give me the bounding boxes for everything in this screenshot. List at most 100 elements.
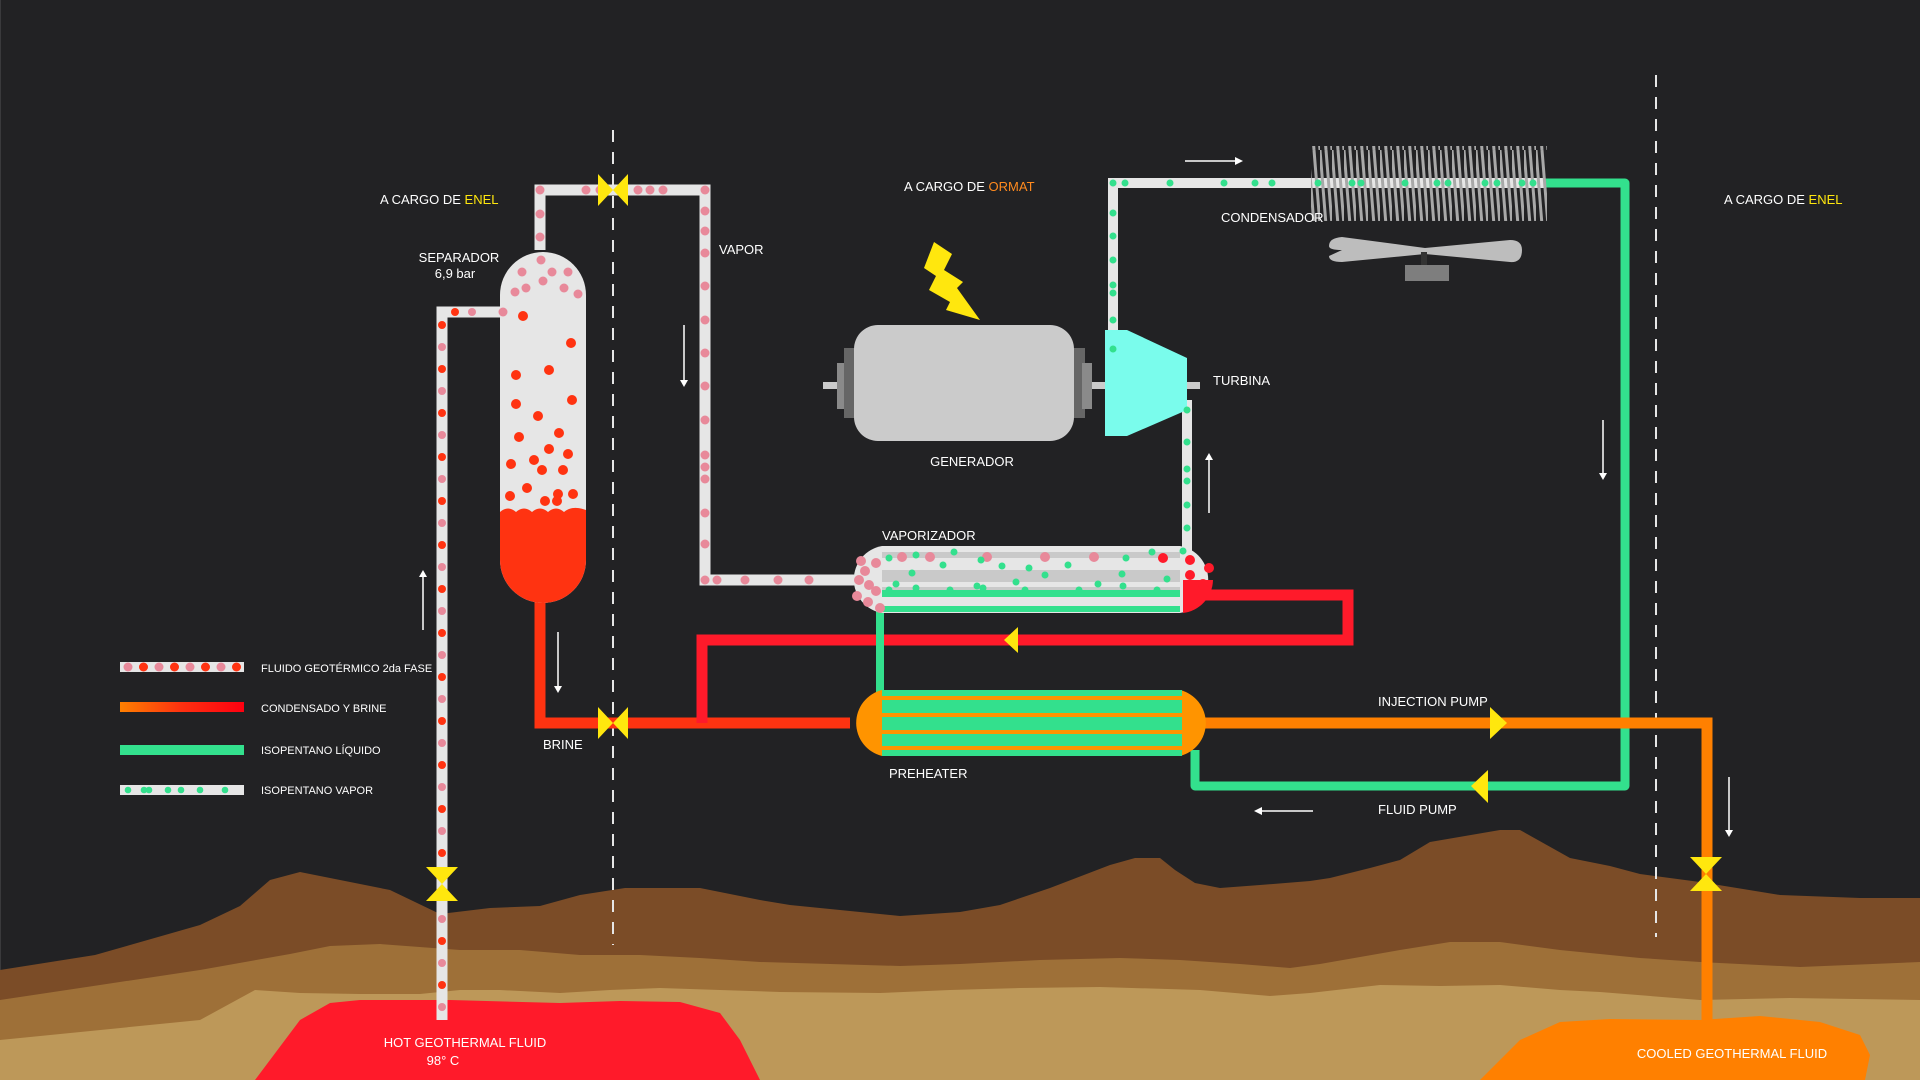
particle <box>438 585 446 593</box>
particle <box>982 552 992 562</box>
injection-pump-icon[interactable] <box>1490 707 1507 739</box>
particle <box>1109 345 1117 353</box>
particle <box>438 717 446 725</box>
valve-injection-well[interactable] <box>1690 857 1722 891</box>
condenser-fan-icon <box>1329 237 1522 281</box>
condenser <box>1311 146 1547 221</box>
particle <box>1183 406 1191 414</box>
particle <box>468 308 476 316</box>
particle <box>1109 209 1117 217</box>
particle <box>438 761 446 769</box>
particle <box>438 959 446 967</box>
valve-vapor[interactable] <box>598 174 628 206</box>
particle <box>123 662 133 672</box>
particle <box>864 580 874 590</box>
brine-pipe <box>534 600 850 729</box>
svg-text:ISOPENTANO LÍQUIDO: ISOPENTANO LÍQUIDO <box>261 744 381 757</box>
particle <box>1493 179 1501 187</box>
fluid-pump-icon[interactable] <box>1471 770 1488 803</box>
particle <box>885 586 893 594</box>
particle <box>438 497 446 505</box>
particle <box>567 395 577 405</box>
brine-return-pipe <box>696 589 1354 723</box>
particle <box>1040 552 1050 562</box>
particle <box>852 591 862 601</box>
particle <box>1185 555 1195 565</box>
particle <box>1021 586 1029 594</box>
particle <box>145 786 153 794</box>
particle <box>700 381 710 391</box>
particle <box>438 673 446 681</box>
particle <box>498 307 508 317</box>
particle <box>563 449 573 459</box>
particle <box>700 462 710 472</box>
particle <box>544 444 554 454</box>
particle <box>804 575 814 585</box>
particle <box>1183 477 1191 485</box>
arrow-down-icon <box>680 325 688 387</box>
arrow-down-icon <box>554 632 562 693</box>
particle <box>196 786 204 794</box>
particle <box>1183 438 1191 446</box>
particle <box>1529 179 1537 187</box>
cooled-geothermal-reservoir <box>1480 1016 1870 1080</box>
particle <box>438 453 446 461</box>
particle <box>979 584 987 592</box>
particle <box>139 662 148 672</box>
particle <box>185 662 195 672</box>
arrow-down-icon <box>1725 777 1733 837</box>
isopentane-liquid-pipe <box>1190 178 1630 791</box>
valve-brine[interactable] <box>598 707 628 739</box>
turbine-label: TURBINA <box>1213 373 1270 388</box>
particle <box>1481 179 1489 187</box>
valve-production-well[interactable] <box>426 867 458 901</box>
particle <box>511 370 521 380</box>
particle <box>438 475 446 483</box>
pump-brine-return[interactable] <box>1004 627 1018 653</box>
particle <box>700 348 710 358</box>
particle <box>700 575 710 585</box>
particle <box>510 287 520 297</box>
particle <box>1518 179 1526 187</box>
particle <box>1075 586 1083 594</box>
fluid-particles <box>438 179 1556 1011</box>
particle <box>863 597 873 607</box>
particle <box>438 343 446 351</box>
particle <box>536 255 546 265</box>
arrow-up-icon <box>419 570 427 630</box>
particle <box>633 185 643 195</box>
particle <box>533 411 543 421</box>
particle <box>1109 179 1117 187</box>
particle <box>438 409 446 417</box>
cooled-fluid-label: COOLED GEOTHERMAL FLUID <box>1637 1046 1827 1061</box>
particle <box>221 786 229 794</box>
particle <box>950 548 958 556</box>
particle <box>1064 561 1072 569</box>
particle <box>201 662 210 672</box>
particle <box>1041 571 1049 579</box>
particle <box>1089 552 1099 562</box>
particle <box>1158 553 1168 563</box>
particle <box>438 629 446 637</box>
brine-label: BRINE <box>543 737 583 752</box>
particle <box>1433 179 1441 187</box>
particle <box>1183 524 1191 532</box>
particle <box>438 981 446 989</box>
particle <box>645 185 655 195</box>
particle <box>177 786 185 794</box>
particle <box>1118 570 1126 578</box>
particle <box>537 465 547 475</box>
particle <box>700 248 710 258</box>
vapor-label: VAPOR <box>719 242 764 257</box>
particle <box>700 508 710 518</box>
particle <box>505 491 515 501</box>
particle <box>1204 563 1214 573</box>
particle <box>897 552 907 562</box>
particle <box>438 805 446 813</box>
turbine <box>1105 330 1200 436</box>
separator-pressure: 6,9 bar <box>435 266 476 281</box>
particle <box>700 474 710 484</box>
svg-text:ISOPENTANO VAPOR: ISOPENTANO VAPOR <box>261 785 373 797</box>
preheater-label: PREHEATER <box>889 766 968 781</box>
